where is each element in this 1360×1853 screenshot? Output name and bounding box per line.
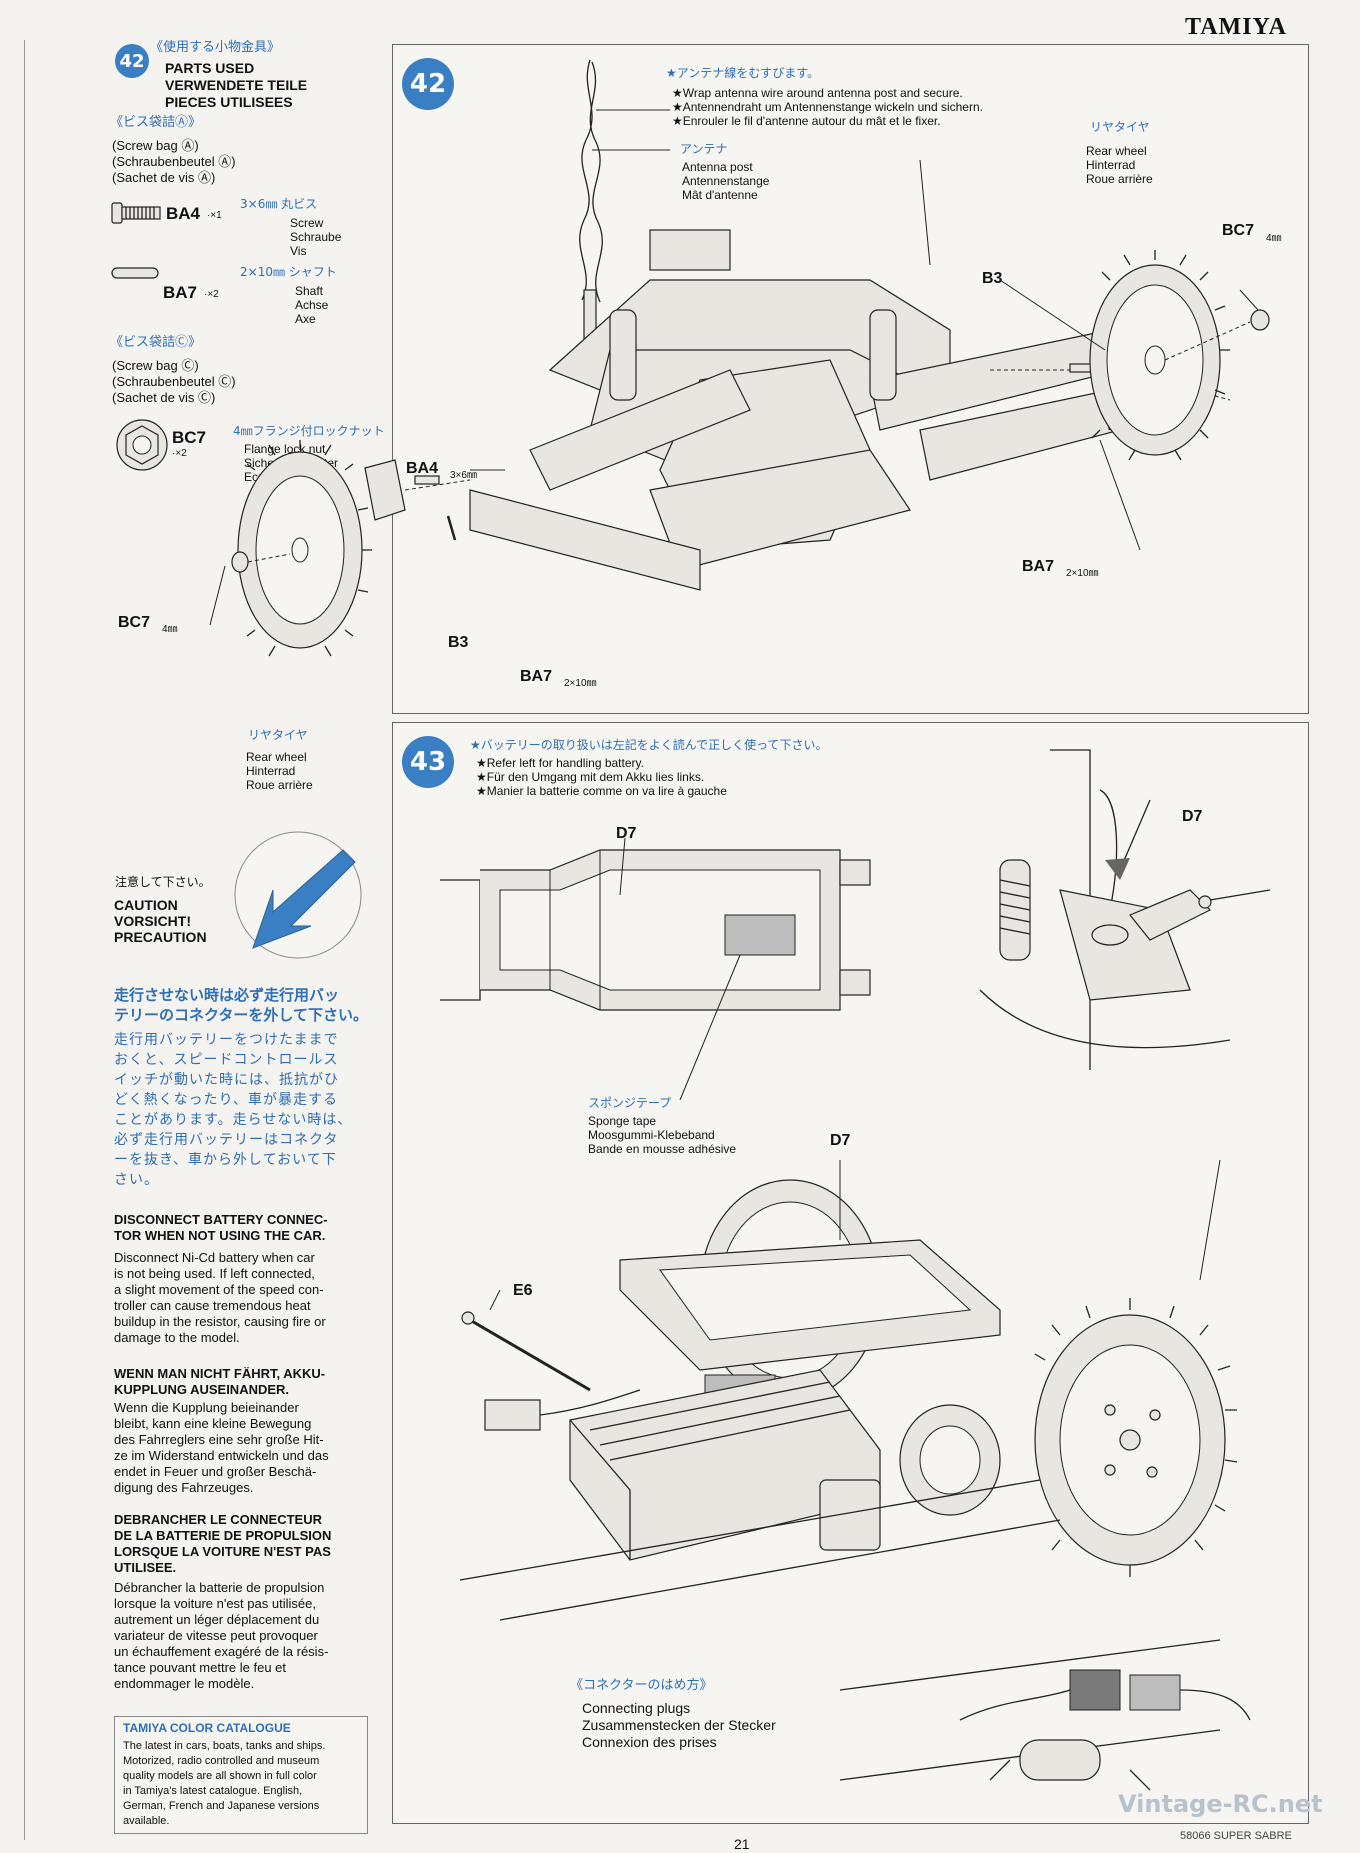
label-d7-top: D7 <box>616 825 637 842</box>
ba4-qty: ·×1 <box>207 210 222 221</box>
catalogue-title: TAMIYA COLOR CATALOGUE <box>123 1721 291 1735</box>
shaft-icon <box>111 267 159 279</box>
caution-fr-body: Débrancher la batterie de propulsion lor… <box>114 1580 329 1691</box>
label-e6: E6 <box>513 1282 533 1299</box>
label-bc7-left: BC7 <box>118 614 151 631</box>
model-name: 58066 SUPER SABRE <box>1180 1830 1292 1842</box>
rear-wheel-left-names: Rear wheel Hinterrad Roue arrière <box>246 750 313 792</box>
antenna-jp: アンテナ <box>680 142 728 156</box>
ba4-names: Screw Schraube Vis <box>290 216 342 258</box>
flange-nut-icon <box>116 419 168 471</box>
rear-wheel-right-names: Rear wheel Hinterrad Roue arrière <box>1086 144 1153 186</box>
label-bc7-left-size: 4㎜ <box>162 624 178 635</box>
label-ba7-right-size: 2×10㎜ <box>1066 568 1099 579</box>
parts-used-titles: PARTS USED VERWENDETE TEILE PIECES UTILI… <box>165 60 308 110</box>
battery-install-illustration <box>459 1159 1238 1621</box>
caution-jp-body: 走行用バッテリーをつけたままで おくと、スピードコントロールス イッチが動いた時… <box>114 1032 353 1188</box>
bc7-size-jp: 4㎜フランジ付ロックナット <box>233 424 385 438</box>
connecting-plugs-jp: 《コネクターのはめ方》 <box>570 1678 713 1693</box>
rear-wheel-right-jp: リヤタイヤ <box>1090 120 1150 134</box>
antenna-note-jp: ★アンテナ線をむすびます。 <box>666 66 820 80</box>
label-b3-left: B3 <box>448 634 469 651</box>
caution-jp-title: 注意して下さい。 <box>115 875 211 889</box>
label-d7-right: D7 <box>1182 808 1203 825</box>
antenna-names: Antenna post Antennenstange Mât d'antenn… <box>682 160 770 202</box>
ba7-size-jp: 2×10㎜ シャフト <box>240 265 337 279</box>
label-ba7-left-size: 2×10㎜ <box>564 678 597 689</box>
left-page-edge <box>0 40 25 1220</box>
screw-icon <box>111 202 161 224</box>
caution-de-body: Wenn die Kupplung beieinander bleibt, ka… <box>114 1400 329 1495</box>
sponge-tape-names: Sponge tape Moosgummi-Klebeband Bande en… <box>588 1114 737 1156</box>
label-bc7-right-size: 4㎜ <box>1266 233 1282 244</box>
battery-holder-illustration <box>440 837 871 1101</box>
catalogue-box: TAMIYA COLOR CATALOGUE The latest in car… <box>114 1716 368 1834</box>
step-42-badge: 42 <box>402 58 454 110</box>
caution-fr-heading: DEBRANCHER LE CONNECTEUR DE LA BATTERIE … <box>114 1512 332 1575</box>
connecting-plugs-names: Connecting plugs Zusammenstecken der Ste… <box>582 1700 776 1750</box>
caution-arrow-icon <box>234 831 362 959</box>
caution-title: CAUTION VORSICHT! PRECAUTION <box>114 897 207 945</box>
watermark: Vintage-RC.net <box>1118 1790 1323 1818</box>
ba4-size-jp: 3×6㎜ 丸ビス <box>240 197 318 211</box>
caution-en-body: Disconnect Ni-Cd battery when car is not… <box>114 1250 326 1345</box>
ba7-names: Shaft Achse Axe <box>295 284 329 326</box>
ba7-qty: ·×2 <box>204 289 219 300</box>
rear-suspension-illustration <box>209 59 1270 657</box>
caution-de-heading: WENN MAN NICHT FÄHRT, AKKU- KUPPLUNG AUS… <box>114 1366 326 1397</box>
rear-shock-detail-illustration <box>979 749 1271 1070</box>
label-b3-right: B3 <box>982 270 1003 287</box>
bc7-qty: ·×2 <box>172 448 187 459</box>
bag-a-names: (Screw bag Ⓐ) (Schraubenbeutel Ⓐ) (Sache… <box>112 138 236 185</box>
bag-a-jp: 《ビス袋詰Ⓐ》 <box>110 115 202 130</box>
caution-en-heading: DISCONNECT BATTERY CONNEC- TOR WHEN NOT … <box>114 1212 328 1243</box>
label-ba4-size: 3×6㎜ <box>450 470 477 481</box>
caution-jp-heading: 走行させない時は必ず走行用バッ テリーのコネクターを外して下さい。 <box>114 986 368 1024</box>
brand-logo: TAMIYA <box>1185 14 1288 40</box>
ba7-code: BA7 <box>163 283 198 302</box>
parts-used-jp: 《使用する小物金具》 <box>150 40 281 55</box>
bag-c-jp: 《ビス袋詰Ⓒ》 <box>110 335 202 350</box>
sponge-tape-jp: スポンジテープ <box>588 1096 672 1110</box>
bag-c-names: (Screw bag Ⓒ) (Schraubenbeutel Ⓒ) (Sache… <box>112 358 236 405</box>
label-ba4: BA4 <box>406 460 439 477</box>
catalogue-body: The latest in cars, boats, tanks and shi… <box>123 1740 326 1827</box>
step-43-note: ★Refer left for handling battery. ★Für d… <box>476 756 727 798</box>
left-page-edge-lower <box>0 1210 25 1840</box>
ba4-code: BA4 <box>166 204 201 223</box>
page-number: 21 <box>734 1836 750 1852</box>
step-43-badge: 43 <box>402 736 454 788</box>
label-bc7-right: BC7 <box>1222 222 1255 239</box>
label-ba7-right: BA7 <box>1022 558 1055 575</box>
connecting-plugs-illustration <box>839 1639 1251 1791</box>
antenna-note: ★Wrap antenna wire around antenna post a… <box>672 86 983 128</box>
rear-wheel-left-jp: リヤタイヤ <box>248 728 308 742</box>
step-43-note-jp: ★バッテリーの取り扱いは左記をよく読んで正しく使って下さい。 <box>470 738 828 752</box>
step-42-badge-small: 42 <box>115 44 149 78</box>
bc7-code: BC7 <box>172 428 207 447</box>
label-d7-lower: D7 <box>830 1132 851 1149</box>
label-ba7-left: BA7 <box>520 668 553 685</box>
